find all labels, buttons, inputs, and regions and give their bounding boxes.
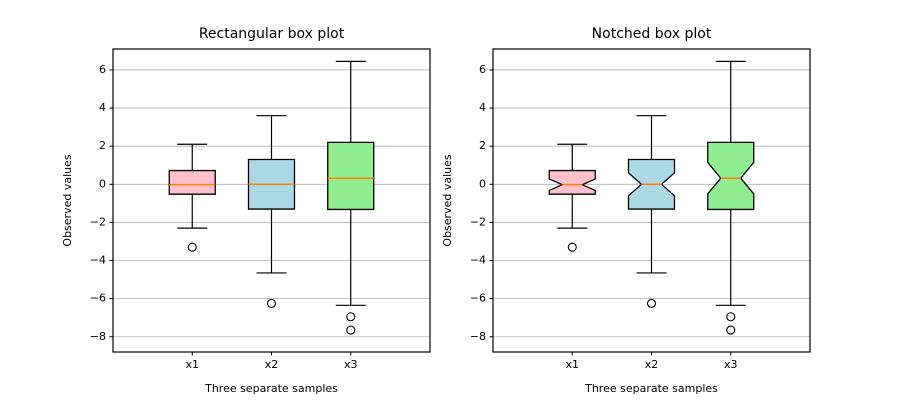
ytick-label-3: −2: [90, 215, 106, 228]
ytick-label-7: 6: [479, 63, 486, 76]
xtick-label-x1: x1: [565, 358, 579, 371]
ytick-label-6: 4: [479, 101, 486, 114]
xaxis-label-1: Three separate samples: [204, 382, 338, 395]
ytick-label-7: 6: [99, 63, 106, 76]
ytick-label-6: 4: [99, 101, 106, 114]
ytick-label-3: −2: [470, 215, 486, 228]
flier-x3-1: [726, 325, 736, 335]
ytick-label-1: −6: [90, 292, 106, 305]
flier-x2-0: [266, 298, 277, 308]
subplot-title-2: Notched box plot: [592, 26, 712, 42]
subplot-2: −8 −6 −4 −2 0 2 4 6 x1 x2 x3 Notched box plotThree …: [441, 26, 811, 395]
ytick-label-1: −6: [470, 292, 486, 305]
flier-x3-1: [346, 325, 356, 335]
boxplot-group-x1[interactable]: [168, 143, 216, 252]
subplot-1: −8 −6 −4 −2 0 2 4 6 x1 x2 x3 Rectangular box plotTh…: [61, 26, 431, 395]
yaxis-label-1: Observed values: [61, 154, 74, 246]
flier-x1-0: [567, 242, 577, 252]
xaxis-label-2: Three separate samples: [584, 382, 718, 395]
boxplot-group-x3[interactable]: [327, 60, 375, 335]
box-x1[interactable]: [168, 169, 216, 195]
ytick-label-2: −4: [90, 254, 106, 267]
boxplot-group-x2[interactable]: [627, 115, 676, 308]
ytick-label-5: 2: [99, 139, 106, 152]
subplot-title-1: Rectangular box plot: [199, 26, 345, 42]
box-x3[interactable]: [707, 141, 755, 211]
ytick-label-4: 0: [99, 177, 106, 190]
xtick-label-x3: x3: [724, 358, 738, 371]
boxplot-group-x2[interactable]: [247, 115, 296, 308]
ytick-label-0: −8: [470, 330, 486, 343]
xtick-label-x2: x2: [645, 358, 659, 371]
boxplot-group-x3[interactable]: [707, 60, 755, 335]
box-x3[interactable]: [327, 141, 375, 211]
xtick-label-x1: x1: [185, 358, 199, 371]
flier-x2-0: [646, 298, 657, 308]
ytick-label-0: −8: [90, 330, 106, 343]
box-x1[interactable]: [548, 169, 596, 195]
xtick-label-x2: x2: [265, 358, 279, 371]
ytick-label-2: −4: [470, 254, 486, 267]
boxplot-group-x1[interactable]: [548, 143, 596, 252]
ytick-label-5: 2: [479, 139, 486, 152]
flier-x3-0: [346, 312, 356, 322]
ytick-label-4: 0: [479, 177, 486, 190]
yaxis-label-2: Observed values: [441, 154, 454, 246]
flier-x1-0: [187, 242, 197, 252]
axes-container: −8 −6 −4 −2 0 2 4 6 x1 x2 x3 Rectangular box plotTh…: [61, 26, 811, 395]
flier-x3-0: [726, 312, 736, 322]
xtick-label-x3: x3: [344, 358, 358, 371]
